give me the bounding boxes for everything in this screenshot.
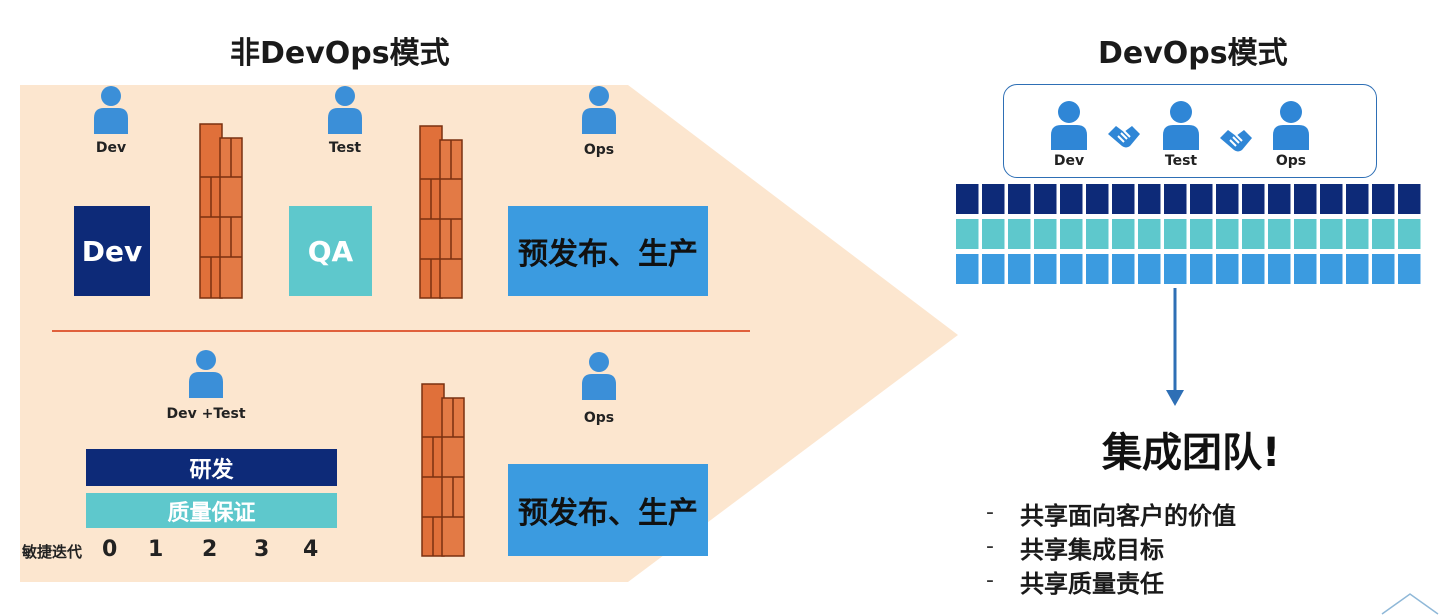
bullet-dash: - bbox=[986, 534, 994, 559]
team-tile bbox=[956, 184, 979, 214]
team-tile bbox=[1398, 219, 1421, 249]
team-tile bbox=[1216, 184, 1239, 214]
person-icon bbox=[1050, 100, 1088, 154]
team-tile bbox=[1008, 184, 1031, 214]
person-icon bbox=[93, 84, 129, 138]
team-tile bbox=[1008, 219, 1031, 249]
team-tile bbox=[982, 184, 1005, 214]
team-tile bbox=[1242, 219, 1265, 249]
bullet-item: 共享集成目标 bbox=[1020, 536, 1164, 564]
iteration-number: 0 bbox=[102, 537, 118, 562]
team-tile bbox=[1294, 219, 1317, 249]
corner-decoration bbox=[1381, 593, 1439, 615]
brick-wall-icon bbox=[199, 123, 243, 299]
person-icon bbox=[581, 350, 617, 404]
qa-bar: 质量保证 bbox=[86, 493, 337, 528]
down-arrow-icon bbox=[1166, 288, 1184, 406]
handshake-icon bbox=[1108, 126, 1140, 148]
team-tile bbox=[956, 219, 979, 249]
person-icon bbox=[188, 348, 224, 402]
team-tile bbox=[1164, 219, 1187, 249]
person-label-ops: Ops bbox=[583, 142, 615, 158]
left-title: 非DevOps模式 bbox=[230, 36, 450, 71]
team-tile bbox=[1112, 254, 1135, 284]
person-label-devtest: Dev +Test bbox=[166, 406, 246, 422]
team-tile bbox=[982, 254, 1005, 284]
team-tile bbox=[1372, 254, 1395, 284]
team-tile bbox=[1112, 219, 1135, 249]
person-icon bbox=[1162, 100, 1200, 154]
team-tile bbox=[1372, 219, 1395, 249]
iteration-number: 1 bbox=[148, 537, 164, 562]
person-label-dev: Dev bbox=[95, 140, 127, 156]
iteration-number: 2 bbox=[202, 537, 218, 562]
team-tile bbox=[1268, 219, 1291, 249]
team-tile bbox=[1268, 254, 1291, 284]
rd-bar: 研发 bbox=[86, 449, 337, 486]
team-tile bbox=[1346, 254, 1369, 284]
brick-wall-icon bbox=[421, 383, 465, 557]
team-tile bbox=[1008, 254, 1031, 284]
team-tile bbox=[1268, 184, 1291, 214]
team-tile bbox=[1294, 254, 1317, 284]
person-icon bbox=[1272, 100, 1310, 154]
team-tile bbox=[1086, 219, 1109, 249]
team-tile bbox=[1320, 219, 1343, 249]
team-tile bbox=[1086, 254, 1109, 284]
team-tile bbox=[1320, 254, 1343, 284]
prod-box-bottom: 预发布、生产 bbox=[508, 464, 708, 556]
team-tile bbox=[1138, 219, 1161, 249]
team-tile bbox=[1138, 184, 1161, 214]
team-tile bbox=[1190, 219, 1213, 249]
team-tile bbox=[1190, 184, 1213, 214]
person-label-ops: Ops bbox=[583, 410, 615, 426]
team-tile bbox=[1034, 219, 1057, 249]
bullet-dash: - bbox=[986, 500, 994, 525]
team-tile bbox=[1138, 254, 1161, 284]
team-tile bbox=[1164, 254, 1187, 284]
team-tile bbox=[1060, 219, 1083, 249]
team-tile bbox=[1242, 254, 1265, 284]
team-tile bbox=[1112, 184, 1135, 214]
team-tile bbox=[1398, 254, 1421, 284]
iteration-number: 3 bbox=[254, 537, 270, 562]
team-tile bbox=[1034, 254, 1057, 284]
team-label-test: Test bbox=[1164, 153, 1198, 169]
team-tile bbox=[982, 219, 1005, 249]
team-tile bbox=[1398, 184, 1421, 214]
right-title: DevOps模式 bbox=[1098, 36, 1288, 71]
bullet-item: 共享质量责任 bbox=[1020, 570, 1164, 598]
team-tile bbox=[1216, 219, 1239, 249]
dev-box: Dev bbox=[74, 206, 150, 296]
team-tile bbox=[1346, 219, 1369, 249]
team-tile bbox=[1164, 184, 1187, 214]
iterations-label: 敏捷迭代 bbox=[22, 543, 83, 561]
iteration-number: 4 bbox=[303, 537, 319, 562]
team-tile bbox=[956, 254, 979, 284]
team-tile bbox=[1034, 184, 1057, 214]
team-tile bbox=[1372, 184, 1395, 214]
team-tile bbox=[1216, 254, 1239, 284]
bullet-dash: - bbox=[986, 568, 994, 593]
team-tile bbox=[1320, 184, 1343, 214]
brick-wall-icon bbox=[419, 125, 463, 299]
team-tile bbox=[1086, 184, 1109, 214]
integrated-team-heading: 集成团队! bbox=[1102, 430, 1281, 476]
person-icon bbox=[581, 84, 617, 138]
team-tile bbox=[1346, 184, 1369, 214]
person-label-test: Test bbox=[328, 140, 362, 156]
integrated-team-tile-grid bbox=[956, 184, 1421, 284]
person-icon bbox=[327, 84, 363, 138]
bullet-item: 共享面向客户的价值 bbox=[1020, 502, 1236, 530]
handshake-icon bbox=[1220, 130, 1252, 152]
team-tile bbox=[1060, 254, 1083, 284]
team-label-dev: Dev bbox=[1053, 153, 1085, 169]
team-tile bbox=[1242, 184, 1265, 214]
team-label-ops: Ops bbox=[1275, 153, 1307, 169]
qa-box: QA bbox=[289, 206, 372, 296]
prod-box-top: 预发布、生产 bbox=[508, 206, 708, 296]
team-tile bbox=[1060, 184, 1083, 214]
team-tile bbox=[1294, 184, 1317, 214]
team-tile bbox=[1190, 254, 1213, 284]
